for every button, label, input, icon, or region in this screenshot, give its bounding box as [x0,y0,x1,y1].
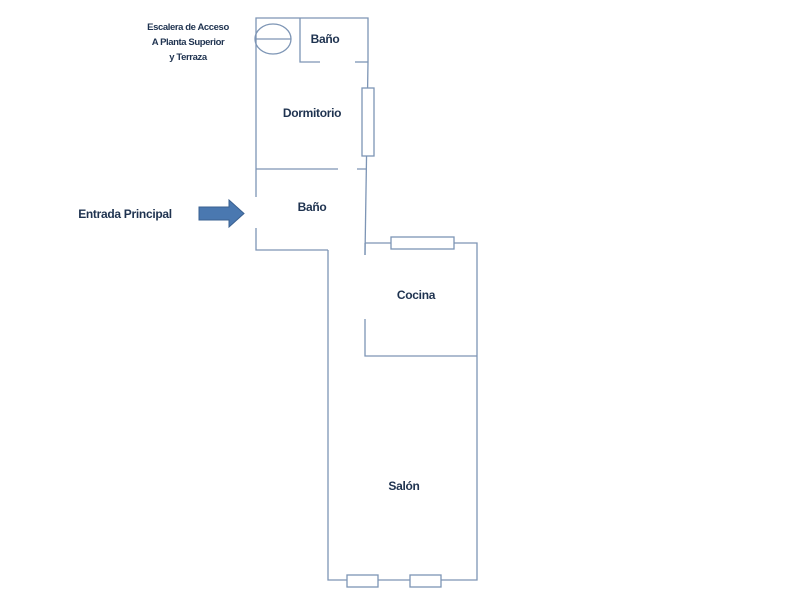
entrance-label: Entrada Principal [78,207,172,221]
wall-bano-top-left [299,18,320,63]
room-bano-top: Baño [310,32,340,46]
window-salon-1 [346,574,379,588]
stair-note-line: Escalera de Acceso [147,22,229,33]
stair-note-line: A Planta Superior [151,37,225,48]
room-dormitorio: Dormitorio [282,106,342,120]
window-cocina [390,236,455,250]
window-dormitorio [361,87,375,157]
wall-entrance-lower [255,228,328,251]
window-salon-2 [409,574,442,588]
entrance-arrow-icon [198,198,245,229]
room-salon: Salón [388,479,420,493]
room-bano-mid: Baño [297,200,327,214]
wall-upper-outer [255,17,369,197]
stair-note-line: y Terraza [169,52,207,63]
wall-cocina-left-bottom [364,319,477,357]
room-cocina: Cocina [396,288,436,302]
stair-note: Escalera de Acceso A Planta Superior y T… [128,20,248,65]
